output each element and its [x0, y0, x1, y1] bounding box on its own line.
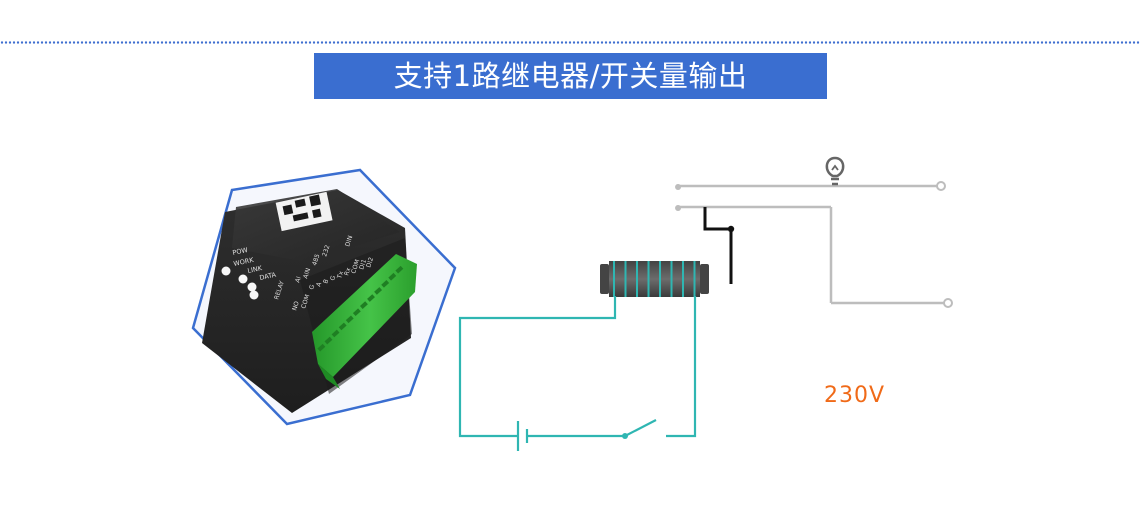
terminal-screw [381, 280, 390, 288]
voltage-label: 230V [824, 383, 886, 408]
status-leds: POW WORK LINK DATA [221, 246, 278, 300]
port-label: DI1 [358, 258, 368, 270]
control-wire-right [666, 296, 697, 438]
terminal-screw [317, 343, 326, 352]
qr-code-label [275, 191, 333, 232]
port-labels: RELAY NO COM AI AIN G 485 A B G 232 Tx R… [273, 234, 375, 311]
port-label: B [322, 278, 330, 284]
port-label: 485 [311, 253, 321, 266]
bulb-icon [825, 156, 845, 186]
port-label: NO [291, 300, 301, 311]
port-label: A [315, 281, 323, 288]
port-label: AIN [302, 267, 312, 280]
port-label: COM [300, 294, 311, 310]
terminal-screw [374, 287, 383, 295]
battery-icon [516, 421, 529, 451]
terminal-screws [317, 265, 404, 352]
header-dotted-rule [0, 40, 1140, 45]
terminal-screw [359, 301, 368, 309]
relay-pivot [727, 225, 735, 233]
port-label: G [308, 284, 316, 291]
terminal-screw [338, 322, 347, 331]
terminal-block-base [318, 364, 340, 389]
relay-arm [703, 207, 735, 284]
led-label-pow: POW [232, 246, 249, 257]
port-label: 232 [321, 244, 331, 257]
port-label: DI2 [365, 256, 375, 268]
port-label: Tx [336, 270, 345, 281]
terminal-screw [395, 265, 404, 274]
device-illustration: POW WORK LINK DATA RELAY NO COM AI AIN G… [191, 168, 457, 426]
switch-icon [622, 419, 657, 439]
relay-arm-contact [703, 207, 731, 231]
terminal-screw [367, 294, 375, 302]
control-wire-left [458, 296, 617, 438]
terminal-screw [388, 272, 397, 281]
terminal-block-body [312, 254, 417, 377]
terminal-screw [345, 315, 354, 324]
contact-node-top [675, 184, 682, 190]
contact-node-middle [675, 205, 682, 211]
port-label: Rx [343, 267, 352, 277]
terminal-screw [352, 308, 361, 317]
port-label: G [329, 275, 337, 282]
relay-coil-icon [600, 261, 709, 297]
led-label-data: DATA [259, 271, 278, 282]
terminal-screw [331, 329, 340, 338]
led-data [249, 290, 259, 300]
terminal-screw [324, 336, 333, 345]
led-label-link: LINK [247, 264, 264, 275]
led-link [247, 282, 257, 292]
terminal-node-top [936, 181, 946, 191]
led-work [238, 274, 248, 284]
terminal-node-bottom [943, 298, 953, 308]
led-pow [221, 266, 231, 276]
relay-circuit [458, 156, 953, 451]
port-label: COM [350, 259, 361, 275]
port-label: DIN [344, 234, 354, 247]
page-title: 支持1路继电器/开关量输出 [314, 53, 827, 99]
terminal-block [312, 254, 417, 389]
port-label: AI [294, 276, 303, 284]
device-top-surface [232, 189, 400, 262]
